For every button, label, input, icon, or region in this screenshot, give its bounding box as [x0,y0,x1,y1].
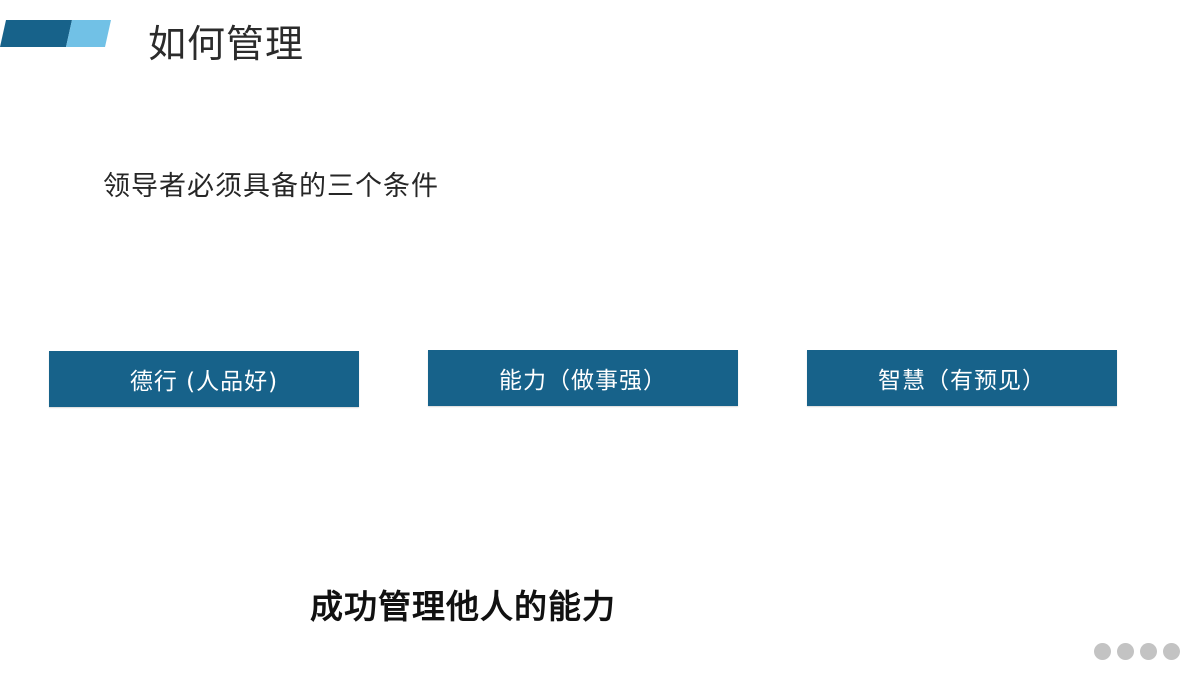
condition-card-label: 智慧（有预见） [878,368,1046,394]
dot-icon [1140,643,1157,660]
dot-icon [1094,643,1111,660]
decorative-dots [1094,643,1180,660]
dot-icon [1163,643,1180,660]
slide-conclusion: 成功管理他人的能力 [310,587,616,626]
condition-card-label: 德行 (人品好) [129,369,279,395]
condition-card-virtue: 德行 (人品好) [49,351,359,407]
condition-card-wisdom: 智慧（有预见） [807,350,1117,406]
slide-subtitle: 领导者必须具备的三个条件 [103,171,439,202]
dot-icon [1117,643,1134,660]
condition-card-ability: 能力（做事强） [428,350,738,406]
slide-title: 如何管理 [148,22,305,66]
title-accent-bar [0,20,112,47]
condition-card-label: 能力（做事强） [499,368,667,394]
